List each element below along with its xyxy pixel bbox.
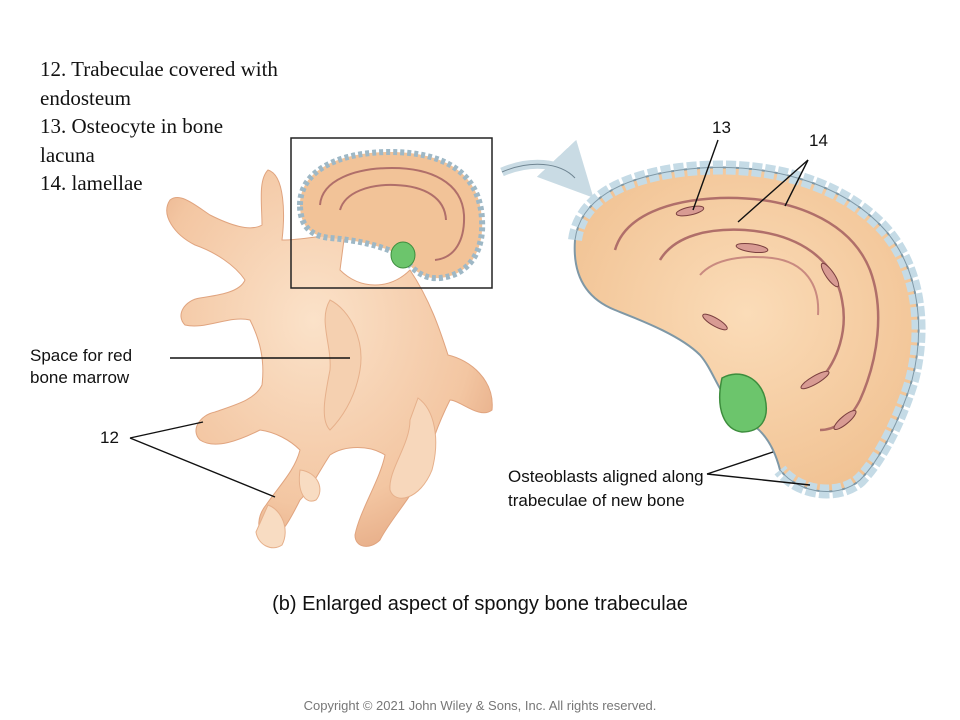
green-cell <box>718 373 767 433</box>
magnification-box <box>290 137 493 289</box>
label-13: 13 <box>712 118 731 137</box>
legend: 12. Trabeculae covered with endosteum 13… <box>40 55 280 198</box>
osteocyte-lacuna <box>833 409 857 431</box>
copyright-notice: Copyright © 2021 John Wiley & Sons, Inc.… <box>303 698 657 713</box>
osteocyte-lacuna <box>820 262 840 288</box>
enlarged-trabecula <box>568 160 926 499</box>
label-14: 14 <box>809 131 828 150</box>
legend-item-14: 14. lamellae <box>40 171 143 195</box>
label-red-bone-marrow: Space for red bone marrow <box>30 346 133 387</box>
leader-lines <box>129 139 811 498</box>
label-12: 12 <box>100 428 119 447</box>
legend-item-12: 12. Trabeculae covered with endosteum <box>40 57 278 110</box>
figure-caption: (b) Enlarged aspect of spongy bone trabe… <box>272 593 688 615</box>
legend-item-13: 13. Osteocyte in bone lacuna <box>40 114 224 167</box>
osteocyte-lacuna <box>800 370 830 390</box>
osteocyte-lacuna <box>735 242 769 254</box>
label-osteoblasts: Osteoblasts aligned along trabeculae of … <box>508 467 704 510</box>
osteocyte-lacuna <box>702 313 728 331</box>
magnify-arrow <box>500 139 594 198</box>
osteocyte-lacuna <box>675 205 705 217</box>
boxed-trabecula-small <box>296 148 486 282</box>
